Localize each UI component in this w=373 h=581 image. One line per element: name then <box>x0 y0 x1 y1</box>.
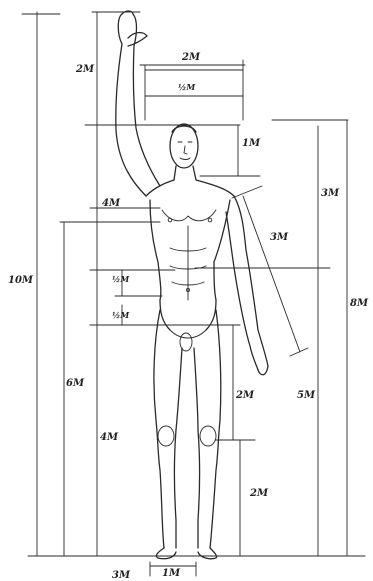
label-upper-arm: 4M <box>102 198 121 209</box>
right-leg-outer <box>154 310 164 548</box>
dimension-lines <box>22 12 365 576</box>
nipple-right <box>208 218 212 222</box>
label-torso-quarter: ½M <box>112 274 130 284</box>
raised-hand-tip <box>122 11 133 14</box>
label-foot-length: 1M <box>162 568 181 579</box>
label-pelvis-quarter: ½M <box>112 310 130 320</box>
raised-arm-inner <box>133 14 160 186</box>
right-knee <box>158 426 174 446</box>
torso-left <box>150 200 161 300</box>
raised-hand-thumb <box>128 33 147 47</box>
chest <box>162 210 216 221</box>
left-leg-inner <box>194 348 200 548</box>
tick-elbow <box>232 186 262 198</box>
label-leg: 4M <box>100 432 119 443</box>
label-head-width: 2M <box>181 52 201 63</box>
torso-right <box>214 200 230 300</box>
label-foot-to-knee: 2M <box>249 488 269 499</box>
left-arm-outer <box>234 196 268 366</box>
shoulders <box>146 180 234 196</box>
left-leg-outer <box>210 310 221 548</box>
right-leg-inner <box>175 348 183 548</box>
label-total-height: 10M <box>8 275 34 286</box>
label-head-half: ½M <box>178 82 196 92</box>
right-foot <box>156 548 176 559</box>
dimension-labels: 10M 2M 2M ½M 1M 4M 3M 3M ½M ½M 8M 6M 5M … <box>8 52 369 581</box>
dim-line-forearm <box>243 196 300 352</box>
label-base-note: 3M <box>112 570 131 581</box>
left-hand <box>258 366 268 375</box>
raised-arm-outer <box>116 14 146 196</box>
label-arm-above-head: 2M <box>75 64 95 75</box>
nipple-left <box>168 218 172 222</box>
human-figure <box>116 11 268 559</box>
nose <box>184 146 187 154</box>
label-to-shoulder: 8M <box>350 298 369 309</box>
label-to-navel: 6M <box>66 378 85 389</box>
left-knee <box>200 426 216 446</box>
label-knee-to-hip: 2M <box>235 390 255 401</box>
mouth <box>180 158 190 160</box>
label-to-hip: 5M <box>297 390 316 401</box>
label-shoulder-top: 3M <box>321 188 340 199</box>
hips <box>160 300 216 330</box>
label-forearm: 3M <box>270 232 289 243</box>
left-foot <box>198 548 217 559</box>
head <box>170 124 198 168</box>
label-head-height: 1M <box>242 138 261 149</box>
